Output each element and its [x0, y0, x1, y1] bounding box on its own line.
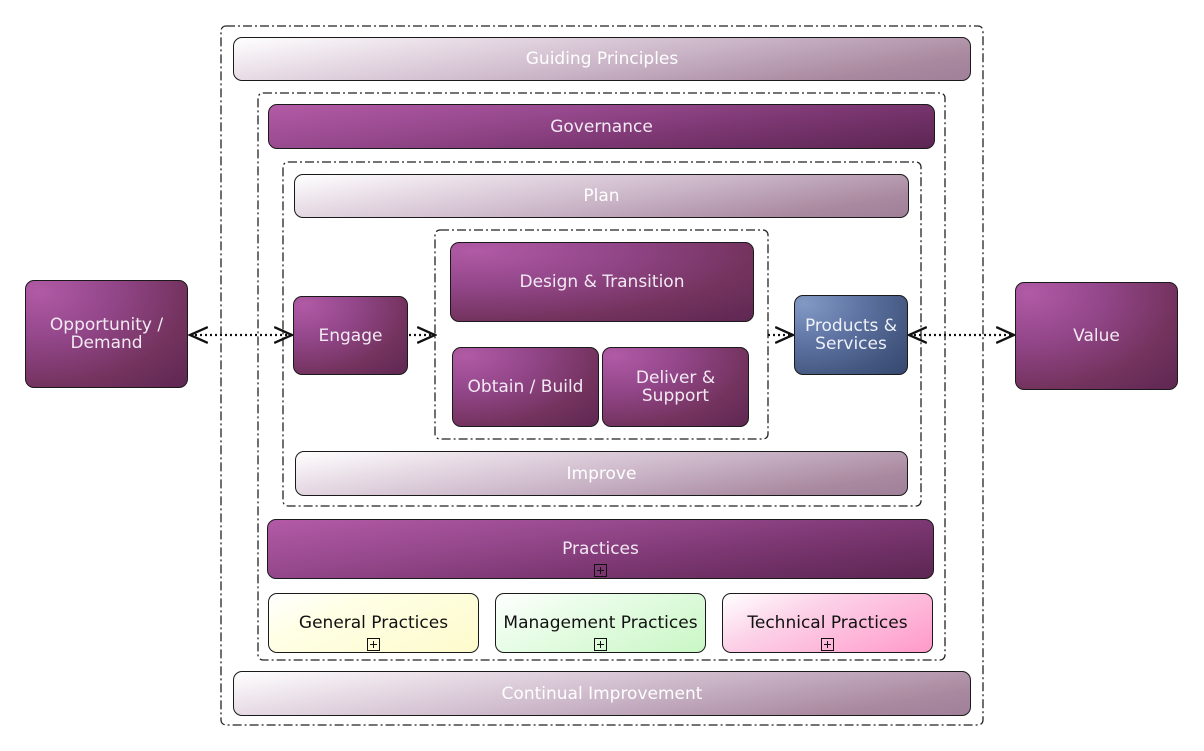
deliver-support-box[interactable]: Deliver & Support	[602, 347, 749, 427]
outer-frame	[220, 25, 984, 726]
products-services-label: Products & Services	[804, 316, 898, 354]
plan-bar[interactable]: Plan	[294, 174, 909, 218]
opportunity-demand-label: Opportunity / Demand	[49, 315, 164, 353]
governance-bar[interactable]: Governance	[268, 104, 935, 149]
technical-practices-box[interactable]: Technical Practices	[722, 593, 933, 653]
practices-bar[interactable]: Practices	[267, 519, 934, 579]
expand-general-practices-icon[interactable]	[366, 638, 380, 651]
obtain-build-label: Obtain / Build	[467, 377, 584, 397]
management-practices-box[interactable]: Management Practices	[495, 593, 706, 653]
general-practices-box[interactable]: General Practices	[268, 593, 479, 653]
general-practices-label: General Practices	[298, 613, 449, 633]
expand-technical-practices-icon[interactable]	[820, 638, 834, 651]
technical-practices-label: Technical Practices	[747, 613, 908, 633]
obtain-build-box[interactable]: Obtain / Build	[452, 347, 599, 427]
design-transition-label: Design & Transition	[519, 272, 685, 292]
value-box[interactable]: Value	[1015, 282, 1178, 390]
design-transition-box[interactable]: Design & Transition	[450, 242, 754, 322]
continual-improvement-bar[interactable]: Continual Improvement	[233, 671, 971, 716]
value-label: Value	[1073, 326, 1120, 346]
products-services-box[interactable]: Products & Services	[794, 295, 908, 375]
governance-label: Governance	[550, 116, 653, 137]
guiding-principles-label: Guiding Principles	[525, 49, 679, 69]
opportunity-demand-box[interactable]: Opportunity / Demand	[25, 280, 188, 388]
engage-label: Engage	[318, 325, 383, 346]
improve-bar[interactable]: Improve	[295, 451, 908, 496]
management-practices-label: Management Practices	[503, 613, 698, 633]
deliver-support-label: Deliver & Support	[635, 368, 716, 406]
plan-label: Plan	[583, 186, 620, 206]
continual-improvement-label: Continual Improvement	[501, 683, 703, 704]
improve-label: Improve	[566, 463, 637, 484]
expand-practices-icon[interactable]	[593, 564, 607, 577]
engage-box[interactable]: Engage	[293, 296, 408, 375]
value-system-frame	[257, 92, 946, 661]
expand-management-practices-icon[interactable]	[593, 638, 607, 651]
practices-label: Practices	[562, 539, 639, 559]
guiding-principles-bar[interactable]: Guiding Principles	[233, 37, 971, 81]
